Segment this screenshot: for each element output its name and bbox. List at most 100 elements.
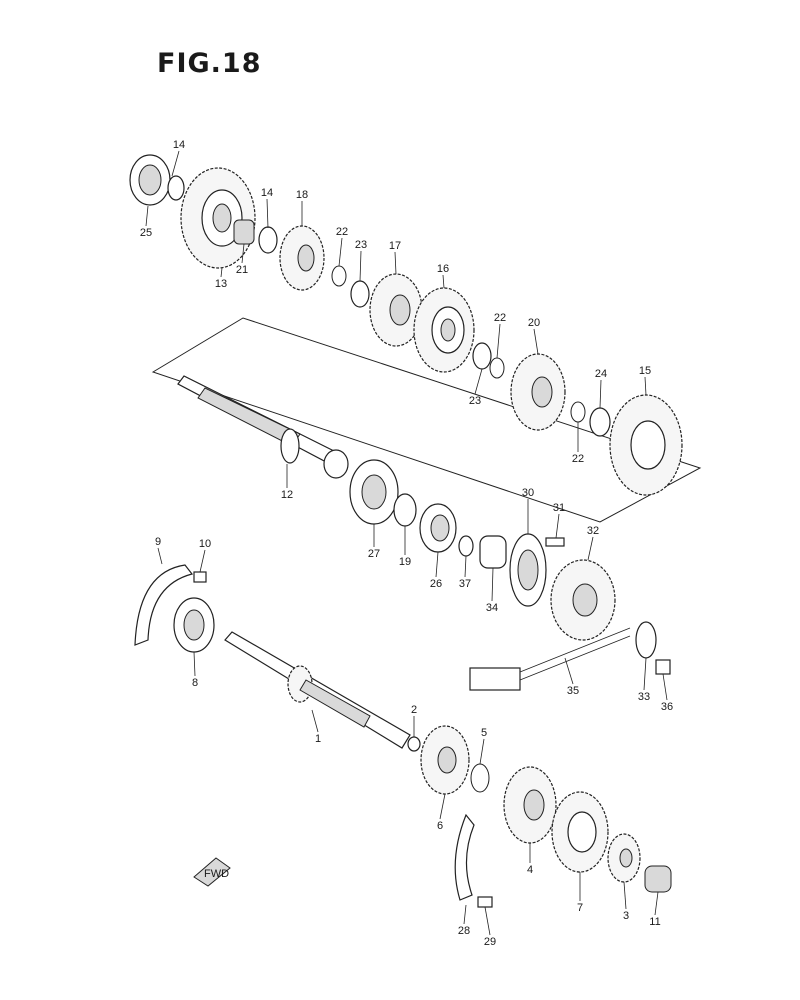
gear-20 [510,353,566,431]
callout-30: 30 [522,487,534,534]
callout-leader [623,881,627,910]
bushing-2 [407,736,421,752]
mainshaft-1 [224,631,411,749]
callout-36: 36 [661,673,673,713]
callout-leader [199,549,206,573]
callout-13: 13 [215,267,227,290]
bearing-retainer-28 [454,813,475,901]
callout-leader [484,906,491,936]
callout-number: 14 [173,139,185,151]
callout-25: 25 [140,205,152,239]
callout-number: 36 [661,701,673,713]
callout-leader [533,328,539,355]
callout-number: 13 [215,278,227,290]
callout-number: 8 [192,677,198,689]
needle-bearing-21 [233,219,255,245]
washer-14a [167,175,185,201]
gear-7 [551,791,609,873]
callout-number: 15 [639,365,651,377]
callout-leader [439,793,446,820]
callout-7: 7 [577,872,583,914]
callout-1: 1 [311,709,321,745]
bolt-36 [655,659,671,675]
gear-15 [609,394,683,496]
callout-34: 34 [486,567,498,614]
gear-6 [420,725,470,795]
plate-30 [509,533,547,607]
o-ring-37 [458,535,474,557]
callout-number: 20 [528,317,540,329]
callout-leader [145,205,149,227]
callout-12: 12 [281,464,293,501]
callout-20: 20 [528,317,540,355]
callout-16: 16 [437,263,449,289]
countershaft-12 [177,375,349,479]
callout-number: 23 [469,395,481,407]
callout-22: 22 [336,226,348,267]
shaft-assembly-frame [151,317,702,523]
screw-29 [477,896,493,908]
callout-leader [662,673,668,701]
washer-23a [350,280,370,308]
callout-17: 17 [389,240,401,275]
callout-number: 24 [595,368,607,380]
fwd-label: FWD [204,868,229,880]
callout-27: 27 [368,524,380,560]
circlip-22a [331,265,347,287]
callout-leader [193,651,196,677]
callout-leader [171,150,180,177]
callout-leader [464,555,467,578]
callout-number: 6 [437,820,443,832]
callout-number: 30 [522,487,534,499]
callout-number: 14 [261,187,273,199]
bearing-retainer-9 [134,564,194,646]
callout-leader [654,891,659,916]
callout-11: 11 [649,891,661,928]
callout-leader [435,551,439,578]
callout-leader [311,709,319,733]
callout-number: 1 [315,733,321,745]
figure-title: FIG.18 [157,48,262,79]
callout-37: 37 [459,555,471,590]
callout-number: 7 [577,902,583,914]
sprocket-32 [550,559,616,641]
callout-14: 14 [261,187,273,229]
callout-leader [220,267,223,278]
callout-number: 23 [355,239,367,251]
callout-number: 4 [527,864,533,876]
callout-18: 18 [296,189,308,226]
callout-leader [394,251,397,275]
callout-number: 22 [572,453,584,465]
callout-number: 21 [236,264,248,276]
seal-26 [419,503,457,553]
callout-31: 31 [553,502,565,539]
bearing-27 [349,459,399,525]
callout-number: 12 [281,489,293,501]
bolt-31 [545,537,565,547]
callout-26: 26 [430,551,442,590]
callout-8: 8 [192,651,198,689]
callout-leader [157,547,163,565]
circlip-22c [570,401,586,423]
callout-leader [241,243,245,264]
callout-leader [496,323,501,359]
callout-19: 19 [399,526,411,568]
callout-number: 2 [411,704,417,716]
gear-4 [503,766,557,844]
callout-14: 14 [171,139,185,177]
callout-number: 9 [155,536,161,548]
callout-22: 22 [494,312,506,359]
callout-leader [491,567,494,602]
callout-number: 34 [486,602,498,614]
callout-leader [359,250,362,282]
callout-leader [338,237,343,267]
callout-leader [463,904,467,925]
callout-leader [587,536,594,561]
callout-9: 9 [155,536,163,565]
callout-leader [474,368,483,395]
callout-leader [266,198,269,229]
callout-number: 32 [587,525,599,537]
washer-23b [472,342,492,370]
needle-bearing-11 [644,865,672,893]
